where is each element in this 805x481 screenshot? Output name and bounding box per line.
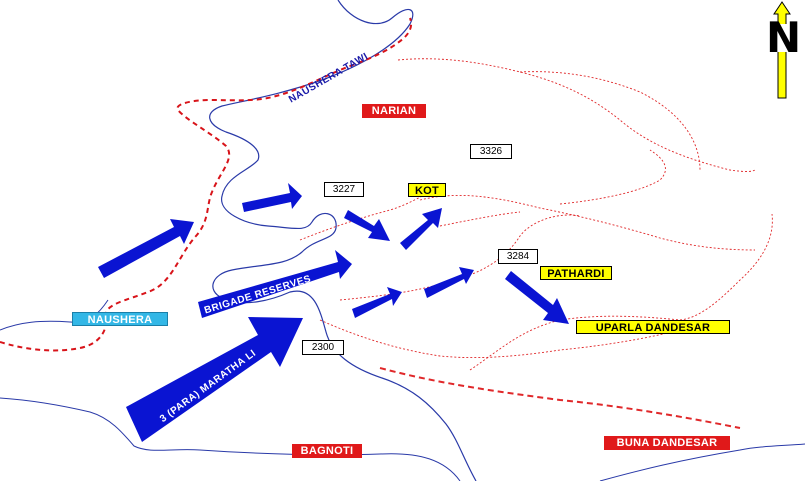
punjab-arrow	[98, 219, 194, 278]
tracks	[299, 58, 773, 371]
stream-right	[599, 443, 805, 481]
north-arrow-icon	[766, 1, 796, 99]
maratha-arrow	[126, 317, 303, 442]
spot-height-3227: 3227	[324, 182, 364, 197]
advance-arrow-2	[344, 210, 390, 241]
spot-height-3326: 3326	[470, 144, 512, 159]
village-naushera: NAUSHERA	[72, 312, 168, 326]
advance-arrow-4	[352, 287, 402, 318]
stream-lower	[0, 397, 461, 481]
stream-left	[0, 299, 109, 331]
village-buna-dandesar: BUNA DANDESAR	[604, 436, 730, 450]
naushera-tawi-river	[209, 0, 477, 481]
village-uparla-dandesar: UPARLA DANDESAR	[576, 320, 730, 334]
village-bagnoti: BAGNOTI	[292, 444, 362, 458]
advance-arrow-6	[505, 271, 569, 324]
ridge-line	[0, 17, 413, 352]
village-pathardi: PATHARDI	[540, 266, 612, 280]
village-narian: NARIAN	[362, 104, 426, 118]
brigade-arrow	[198, 250, 352, 318]
spot-height-2300: 2300	[302, 340, 344, 355]
track-south	[379, 367, 741, 429]
advance-arrow-5	[424, 267, 474, 298]
north-letter: N	[766, 13, 802, 62]
advance-arrow-3	[400, 208, 442, 250]
advance-arrow-1	[242, 183, 302, 212]
village-kot: KOT	[408, 183, 446, 197]
spot-height-3284: 3284	[498, 249, 538, 264]
